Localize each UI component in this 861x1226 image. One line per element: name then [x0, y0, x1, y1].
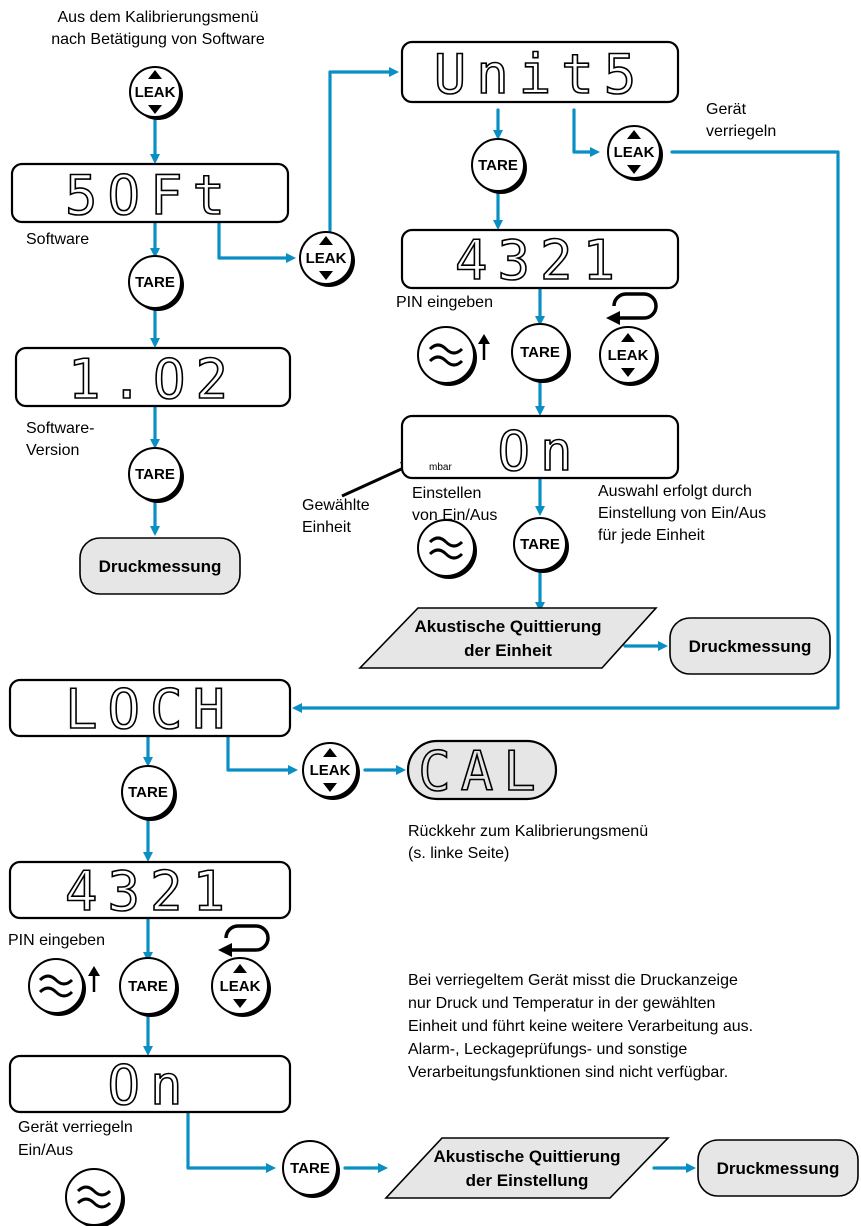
leak-button-label: LEAK	[608, 347, 649, 364]
display-pin-top: 4321	[400, 228, 680, 293]
flow-lines	[143, 67, 840, 1173]
terminal-druckmessung-3: Druckmessung	[697, 1139, 859, 1197]
pointer-line	[341, 464, 409, 498]
display-version-text: 1.O2	[68, 348, 238, 411]
display-on-top-text: On	[497, 420, 582, 483]
selection-note-line3: für jede Einheit	[598, 527, 705, 544]
tare-button-icon[interactable]: TARE	[282, 1140, 340, 1198]
display-on-bottom: On	[8, 1053, 292, 1118]
leak-button-icon[interactable]: LEAK	[599, 326, 659, 386]
leak-button-label: LEAK	[614, 144, 655, 161]
tare-button-icon[interactable]: TARE	[121, 765, 177, 821]
display-pin-bottom-text: 4321	[65, 860, 235, 923]
up-arrow-icon	[478, 334, 490, 360]
tare-button-icon[interactable]: TARE	[128, 447, 184, 503]
display-loch-text: LOCH	[65, 678, 235, 741]
pin-label-top: PIN eingeben	[396, 294, 493, 311]
buttons-layer: LEAK TARE TARE LEAK TARE LEAK TARE LEAK TARE TARE…	[28, 66, 663, 1226]
software-version-label-line2: Version	[26, 442, 79, 459]
set-on-off-label-line2: von Ein/Aus	[412, 507, 497, 524]
display-on-top: On mbar	[400, 414, 680, 484]
lock-on-off-label-line1: Gerät verriegeln	[18, 1119, 133, 1136]
locked-note-line2: nur Druck und Temperatur in der gewählte…	[408, 995, 715, 1012]
tare-button-icon[interactable]: TARE	[471, 138, 527, 194]
tare-button-icon[interactable]: TARE	[513, 517, 569, 573]
software-version-label-line1: Software-	[26, 420, 94, 437]
lock-device-label-line2: verriegeln	[706, 123, 776, 140]
lock-on-off-label-line2: Ein/Aus	[18, 1142, 73, 1159]
tare-button-icon[interactable]: TARE	[511, 323, 571, 383]
display-soft: 5OFt	[10, 162, 290, 228]
loop-arrow-icon	[606, 292, 658, 325]
display-version: 1.O2	[14, 346, 292, 412]
display-units-text: Unit5	[434, 43, 647, 106]
ack-unit-line2: der Einheit	[464, 641, 552, 660]
ack-setting-box: Akustische Quittierung der Einstellung	[384, 1137, 670, 1199]
display-cal: CAL	[406, 739, 558, 804]
selection-note-line1: Auswahl erfolgt durch	[598, 483, 752, 500]
leak-button-icon[interactable]: LEAK	[607, 125, 663, 181]
locked-note-line3: Einheit und führt keine weitere Verarbei…	[408, 1018, 753, 1035]
selected-unit-label-line1: Gewählte	[302, 497, 370, 514]
terminal-druckmessung-2: Druckmessung	[669, 617, 831, 675]
tare-button-label: TARE	[135, 466, 175, 483]
display-units: Unit5	[400, 40, 680, 107]
leak-button-label: LEAK	[306, 250, 347, 267]
display-pin-bottom: 4321	[8, 859, 292, 924]
leak-button-label: LEAK	[135, 84, 176, 101]
display-cal-text: CAL	[418, 740, 546, 803]
display-pin-top-text: 4321	[455, 229, 625, 292]
ack-setting-line2: der Einstellung	[466, 1171, 589, 1190]
loop-arrow-icon	[218, 924, 270, 957]
return-note-line2: (s. linke Seite)	[408, 845, 509, 862]
intro-text-line1: Aus dem Kalibrierungsmenü	[58, 9, 259, 26]
tare-button-label: TARE	[520, 536, 560, 553]
leak-button-icon[interactable]: LEAK	[129, 66, 183, 120]
locked-note-line4: Alarm-, Leckageprüfungs- und sonstige	[408, 1041, 687, 1058]
wave-button-icon[interactable]	[65, 1168, 125, 1226]
locked-note-line1: Bei verriegeltem Gerät misst die Druckan…	[408, 972, 738, 989]
tare-button-label: TARE	[520, 344, 560, 361]
tare-button-label: TARE	[128, 784, 168, 801]
selection-note-line2: Einstellung von Ein/Aus	[598, 505, 766, 522]
unit-mbar-label: mbar	[429, 462, 452, 473]
tare-button-label: TARE	[290, 1160, 330, 1177]
display-soft-text: 5OFt	[65, 164, 235, 227]
locked-note-line5: Verarbeitungsfunktionen sind nicht verfü…	[408, 1064, 728, 1081]
set-on-off-label-line1: Einstellen	[412, 485, 481, 502]
leak-button-icon[interactable]: LEAK	[299, 231, 355, 287]
display-on-bottom-text: On	[107, 1054, 192, 1117]
ack-unit-box: Akustische Quittierung der Einheit	[358, 607, 658, 669]
leak-button-label: LEAK	[310, 762, 351, 779]
leak-button-icon[interactable]: LEAK	[211, 957, 271, 1017]
terminal-druckmessung-2-label: Druckmessung	[689, 637, 812, 656]
leak-button-icon[interactable]: LEAK	[302, 742, 360, 800]
up-arrow-icon	[88, 966, 100, 992]
lock-device-label-line1: Gerät	[706, 101, 747, 118]
leak-button-label: LEAK	[220, 978, 261, 995]
tare-button-label: TARE	[135, 274, 175, 291]
wave-button-icon[interactable]	[417, 326, 477, 386]
ack-setting-line1: Akustische Quittierung	[433, 1147, 620, 1166]
ack-unit-line1: Akustische Quittierung	[414, 617, 601, 636]
software-label: Software	[26, 231, 89, 248]
wave-button-icon[interactable]	[417, 519, 477, 579]
intro-text-line2: nach Betätigung von Software	[51, 31, 265, 48]
tare-button-label: TARE	[478, 157, 518, 174]
wave-button-icon[interactable]	[28, 958, 86, 1016]
tare-button-icon[interactable]: TARE	[119, 957, 179, 1017]
terminal-druckmessung-1-label: Druckmessung	[99, 557, 222, 576]
terminal-druckmessung-3-label: Druckmessung	[717, 1159, 840, 1178]
tare-button-label: TARE	[128, 978, 168, 995]
return-note-line1: Rückkehr zum Kalibrierungsmenü	[408, 823, 648, 840]
terminal-druckmessung-1: Druckmessung	[79, 537, 241, 595]
selected-unit-label-line2: Einheit	[302, 519, 351, 536]
pin-label-bottom: PIN eingeben	[8, 932, 105, 949]
display-loch: LOCH	[8, 677, 292, 742]
tare-button-icon[interactable]: TARE	[128, 255, 184, 311]
